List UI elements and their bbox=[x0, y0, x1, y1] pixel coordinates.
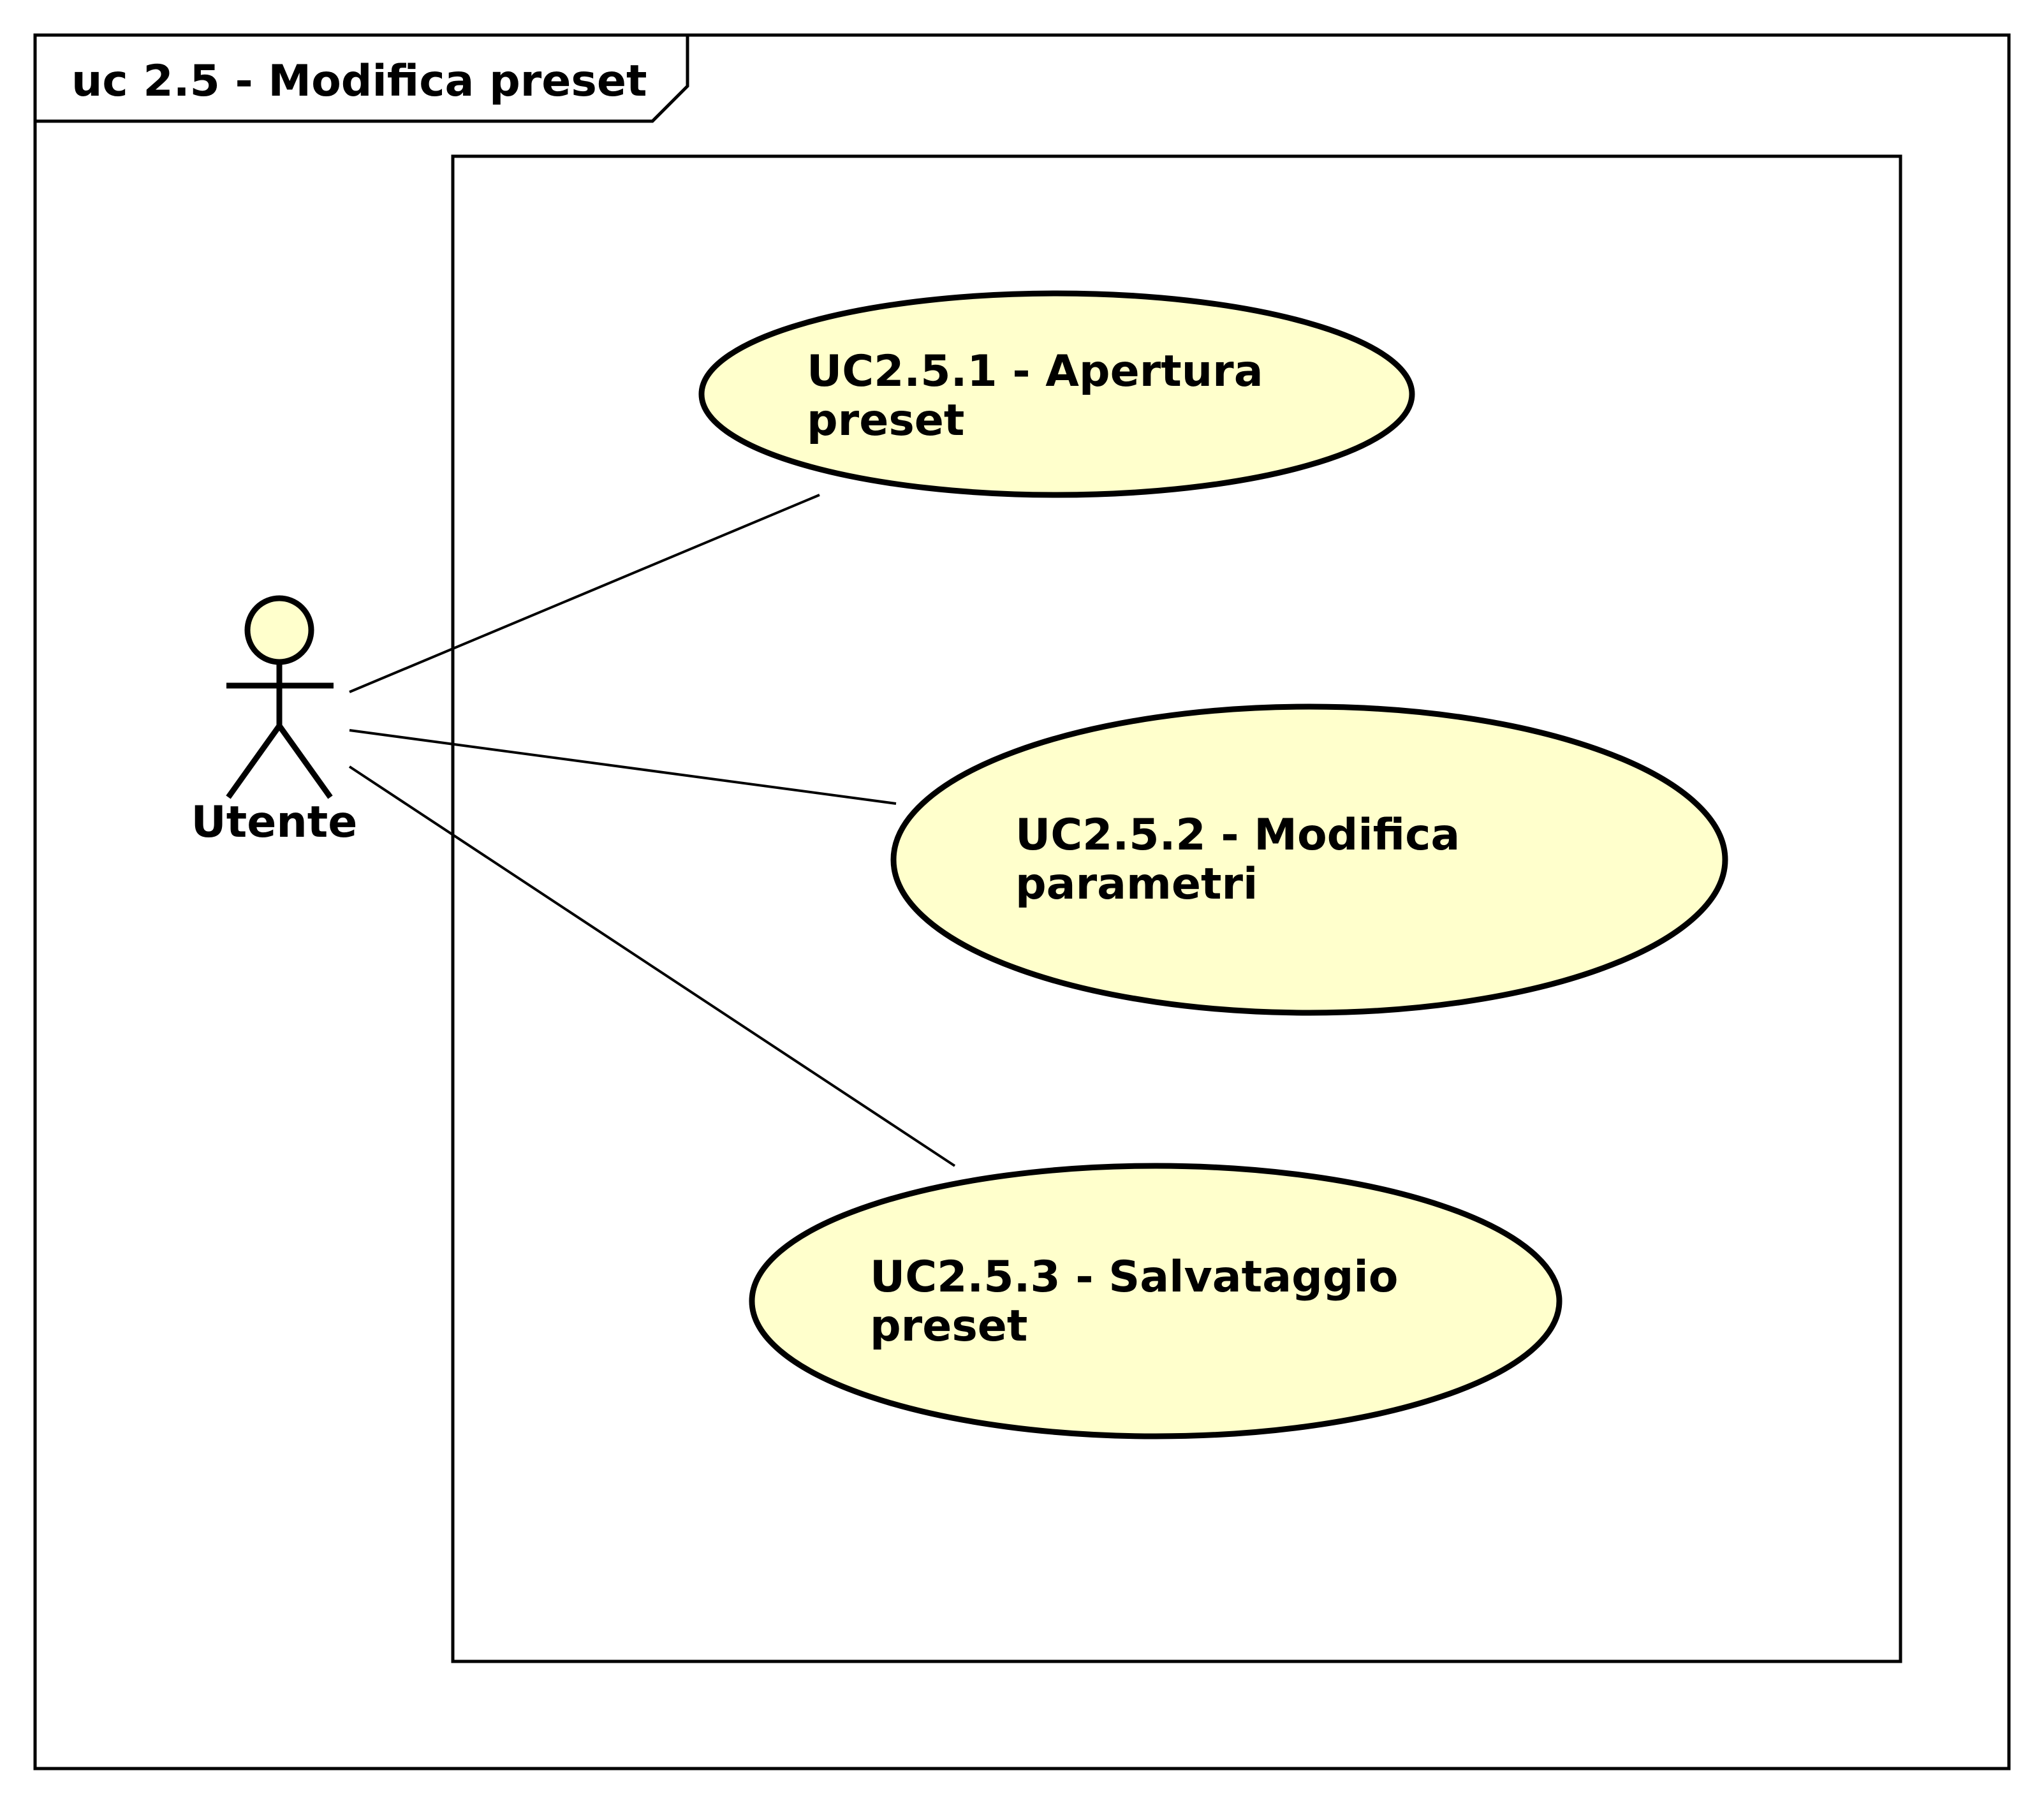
system-boundary bbox=[451, 154, 1902, 1663]
diagram-frame bbox=[33, 33, 2011, 1770]
use-case-apertura-preset[interactable]: UC2.5.1 - Apertura preset bbox=[698, 290, 1415, 498]
use-case-label-line2: preset bbox=[807, 395, 964, 446]
use-case-label-line1: UC2.5.2 - Modifica bbox=[1015, 810, 1460, 860]
association-uc-2-5-3 bbox=[348, 765, 956, 1167]
actor-label: Utente bbox=[191, 797, 358, 848]
frame-title-tab bbox=[35, 35, 689, 123]
use-case-salvataggio-preset[interactable]: UC2.5.3 - Salvataggio preset bbox=[749, 1163, 1562, 1439]
stick-figure-icon bbox=[226, 595, 334, 799]
association-uc-2-5-2 bbox=[349, 729, 897, 805]
use-case-modifica-parametri[interactable]: UC2.5.2 - Modifica parametri bbox=[890, 703, 1728, 1016]
frame-title: uc 2.5 - Modifica preset bbox=[71, 56, 647, 107]
association-uc-2-5-1 bbox=[349, 494, 820, 693]
use-case-label-line2: preset bbox=[870, 1301, 1027, 1351]
use-case-label-line1: UC2.5.3 - Salvataggio bbox=[870, 1252, 1398, 1302]
use-case-label-line2: parametri bbox=[1015, 859, 1258, 909]
use-case-label-line1: UC2.5.1 - Apertura bbox=[807, 346, 1263, 397]
actor-utente[interactable]: Utente bbox=[191, 595, 358, 848]
